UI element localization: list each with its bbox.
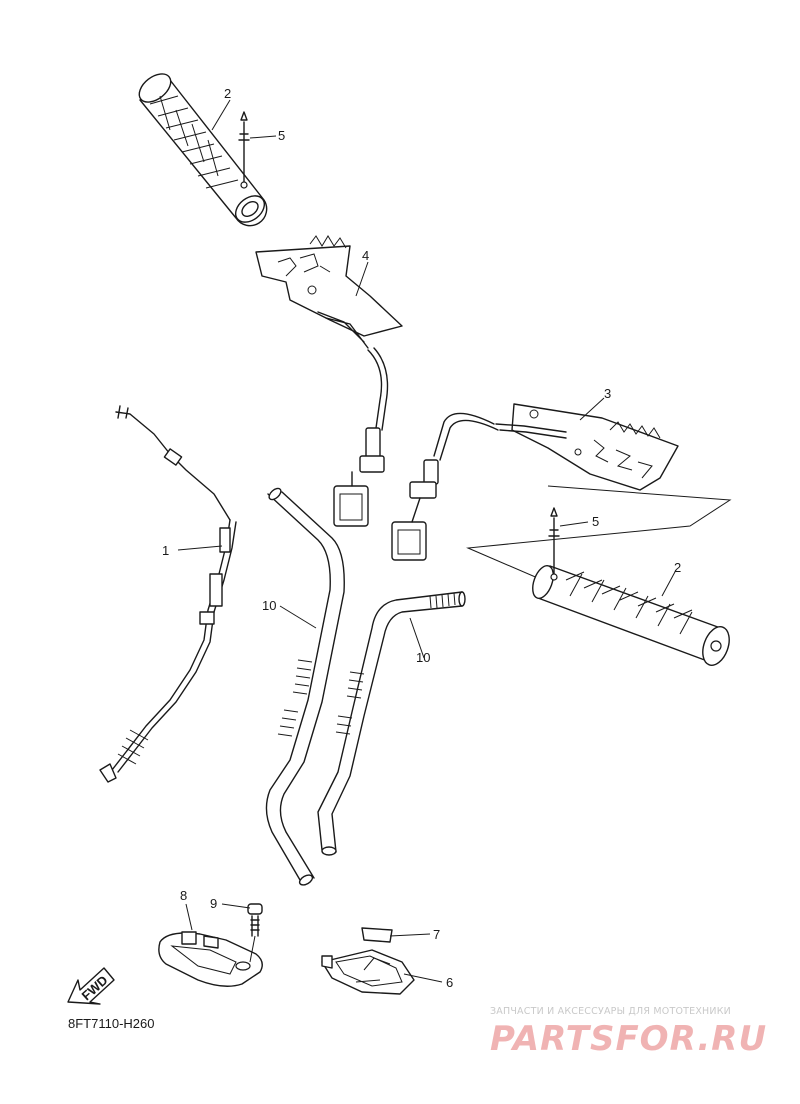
forward-direction-arrow: FWD: [67, 967, 115, 1005]
hose-right: [317, 591, 466, 856]
callout-grip-left: 2: [224, 86, 231, 101]
callout-cover: 8: [180, 888, 187, 903]
callout-holder: 6: [446, 975, 453, 990]
callout-hose-right: 10: [416, 650, 430, 665]
leader-lines: [177, 99, 677, 983]
pad: [361, 927, 393, 943]
hose-left: [265, 487, 345, 886]
callout-heater-left: 4: [362, 248, 369, 263]
callout-labels: 2 5 4 3 5 2 1 10 10 8 9 7 6: [162, 86, 681, 990]
callout-hose-left: 10: [262, 598, 276, 613]
grip-heater-left: [255, 235, 403, 527]
throttle-cable: [99, 405, 237, 783]
holder: [321, 949, 415, 995]
callout-screw-left: 5: [278, 128, 285, 143]
watermark-logo: PARTSFOR.RU: [490, 1019, 768, 1059]
handlebar-grip-right: [466, 485, 732, 666]
callout-pad: 7: [433, 927, 440, 942]
watermark-caption: ЗАПЧАСТИ И АКСЕССУАРЫ ДЛЯ МОТОТЕХНИКИ: [490, 1006, 731, 1017]
callout-heater-right: 3: [604, 386, 611, 401]
callout-screw-cover: 9: [210, 896, 217, 911]
cover: [158, 931, 263, 987]
screw-left: [238, 111, 250, 189]
screw-cover: [247, 903, 263, 963]
diagram-part-code: 8FT7110-H260: [68, 1016, 155, 1031]
grip-heater-right: [391, 403, 679, 561]
callout-grip-right: 2: [674, 560, 681, 575]
callout-screw-right: 5: [592, 514, 599, 529]
callout-throttle-cable: 1: [162, 543, 169, 558]
handlebar-grip-left: [138, 73, 268, 227]
screw-right: [548, 507, 560, 581]
